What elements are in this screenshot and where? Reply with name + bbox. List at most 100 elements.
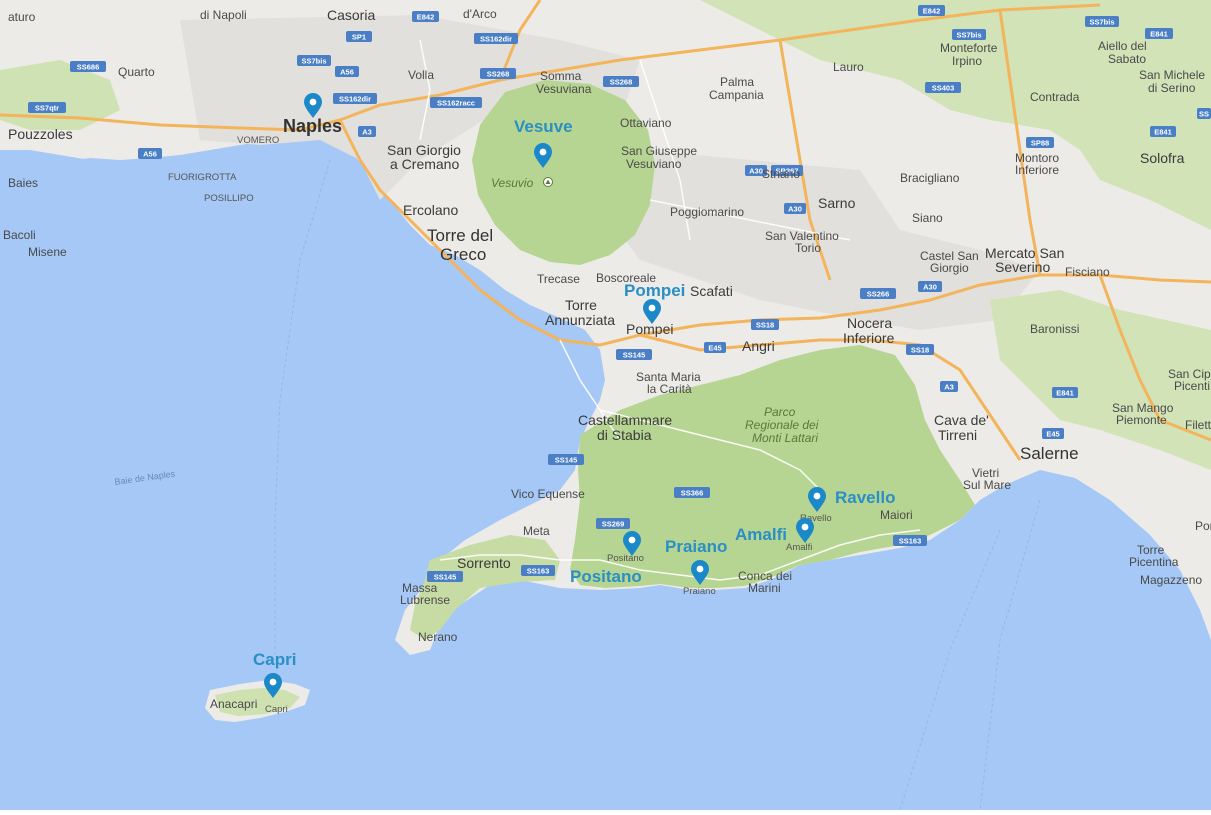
svg-text:A56: A56 xyxy=(143,150,157,159)
svg-text:SS7qtr: SS7qtr xyxy=(35,104,59,113)
place-label: di Stabia xyxy=(597,427,652,443)
place-label: Praiano xyxy=(683,586,716,597)
pompei-label: Pompei xyxy=(624,281,685,300)
place-label: VOMERO xyxy=(237,135,279,146)
place-label: Vesuviano xyxy=(626,157,682,171)
place-label: Pompei xyxy=(626,321,673,337)
map-marker-naples-icon[interactable] xyxy=(304,93,322,118)
road-shield: SS268 xyxy=(480,68,516,79)
svg-text:SS7bis: SS7bis xyxy=(956,31,981,40)
svg-text:SS162racc: SS162racc xyxy=(437,99,475,108)
road-shield: SS7bis xyxy=(1085,16,1119,27)
poi-labels: Naples Vesuve Pompei Positano Praiano Am… xyxy=(253,116,895,669)
place-label: la Carità xyxy=(647,382,692,396)
road-shield: E45 xyxy=(704,342,726,353)
svg-text:SS268: SS268 xyxy=(487,70,510,79)
place-label: Contrada xyxy=(1030,90,1080,104)
place-label: Parco xyxy=(764,405,796,419)
svg-text:SR367: SR367 xyxy=(776,167,799,176)
road-shield: A30 xyxy=(784,203,806,214)
place-label: Monti Lattari xyxy=(752,431,818,445)
svg-text:SS366: SS366 xyxy=(681,489,704,498)
svg-text:SS266: SS266 xyxy=(867,290,890,299)
place-label: Vietri xyxy=(972,466,999,480)
map-marker-pompei-icon[interactable] xyxy=(643,299,661,324)
map-marker-capri-icon[interactable] xyxy=(264,673,282,698)
road-shield: SS266 xyxy=(860,288,896,299)
ravello-label: Ravello xyxy=(835,488,895,507)
svg-text:SS: SS xyxy=(1199,110,1209,119)
svg-text:SP88: SP88 xyxy=(1031,139,1049,148)
place-label: Piemonte xyxy=(1116,413,1167,427)
place-label: Santa Maria xyxy=(636,370,701,384)
road-shield: SS7bis xyxy=(952,29,986,40)
place-label: Trecase xyxy=(537,272,580,286)
road-shield: SR367 xyxy=(771,165,803,176)
road-shield: SS403 xyxy=(925,82,961,93)
svg-text:SS145: SS145 xyxy=(623,351,646,360)
map-marker-amalfi-icon[interactable] xyxy=(796,518,814,543)
place-label: Irpino xyxy=(952,54,982,68)
svg-text:SS18: SS18 xyxy=(911,346,929,355)
forest-north xyxy=(700,0,1211,230)
vesuvius-park xyxy=(472,80,655,265)
road-shield: E45 xyxy=(1042,428,1064,439)
place-label: San Mango xyxy=(1112,401,1174,415)
place-label: Boscoreale xyxy=(596,271,656,285)
svg-text:E842: E842 xyxy=(417,13,435,22)
place-label: di Serino xyxy=(1148,81,1196,95)
place-label: Ottaviano xyxy=(620,116,672,130)
place-label: Somma xyxy=(540,69,582,83)
place-label: Inferiore xyxy=(843,330,895,346)
place-label: d'Arco xyxy=(463,7,497,21)
markers[interactable] xyxy=(264,93,826,698)
svg-text:SS686: SS686 xyxy=(77,63,100,72)
ferry-routes xyxy=(274,159,1041,811)
place-label: Sorrento xyxy=(457,555,511,571)
road-shield: SS163 xyxy=(521,565,555,576)
place-label: di Napoli xyxy=(200,8,247,22)
place-label: aturo xyxy=(8,10,36,24)
amalfi-label: Amalfi xyxy=(735,525,787,544)
place-label: Striano xyxy=(762,167,800,181)
map-marker-positano-icon[interactable] xyxy=(623,531,641,556)
place-label: POSILLIPO xyxy=(204,193,254,204)
place-label: Angri xyxy=(742,338,775,354)
map-marker-ravello-icon[interactable] xyxy=(808,487,826,512)
place-label: Sarno xyxy=(818,195,856,211)
svg-text:E841: E841 xyxy=(1150,30,1168,39)
svg-text:SS145: SS145 xyxy=(555,456,578,465)
place-label: Tirreni xyxy=(938,427,977,443)
map-marker-praiano-icon[interactable] xyxy=(691,560,709,585)
place-label: Magazzeno xyxy=(1140,573,1202,587)
place-label: FUORIGROTTA xyxy=(168,172,237,183)
svg-text:SS163: SS163 xyxy=(527,567,550,576)
place-label: Fisciano xyxy=(1065,265,1110,279)
road-shield: SS18 xyxy=(751,319,779,330)
place-label: Castellammare xyxy=(578,412,672,428)
road-shield: E842 xyxy=(412,11,439,22)
place-label: Nerano xyxy=(418,630,458,644)
major-roads xyxy=(0,0,1211,461)
place-label: San Giorgio xyxy=(387,142,461,158)
vesuve-label: Vesuve xyxy=(514,117,573,136)
place-label: Ercolano xyxy=(403,202,458,218)
place-label: Baies xyxy=(8,176,38,190)
svg-text:SS269: SS269 xyxy=(602,520,625,529)
svg-text:SS7bis: SS7bis xyxy=(1089,18,1114,27)
place-label: Nocera xyxy=(847,315,892,331)
road-shield: SS145 xyxy=(548,454,584,465)
place-label: Volla xyxy=(408,68,434,82)
road-shield: SP1 xyxy=(346,31,372,42)
svg-text:A30: A30 xyxy=(788,205,802,214)
road-shield: E841 xyxy=(1145,28,1173,39)
map-marker-vesuve-icon[interactable] xyxy=(534,143,552,168)
naples-label: Naples xyxy=(283,116,342,136)
place-label: Aiello del xyxy=(1098,39,1147,53)
svg-text:A3: A3 xyxy=(362,128,372,137)
road-shield: SS18 xyxy=(906,344,934,355)
place-label: Filetta xyxy=(1185,418,1211,432)
svg-text:SS268: SS268 xyxy=(610,78,633,87)
